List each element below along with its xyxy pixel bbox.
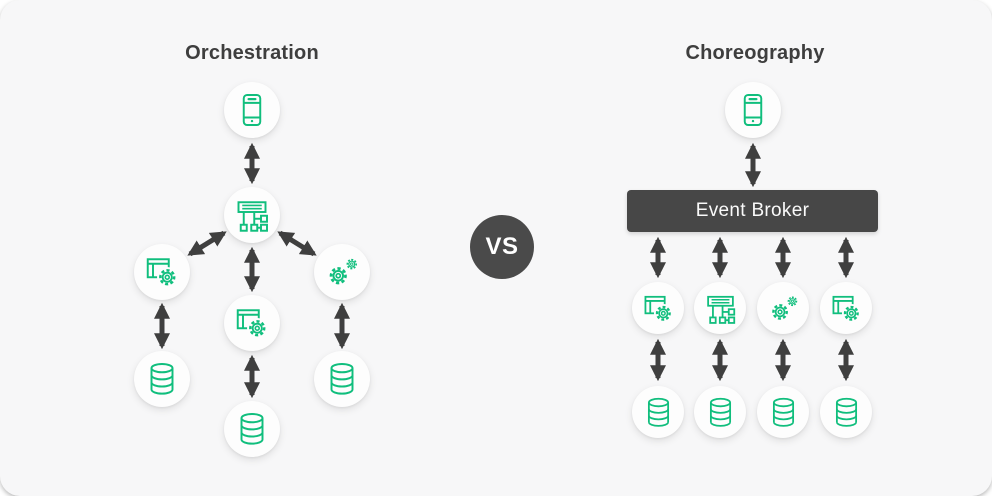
- app-window-gear-icon: [234, 305, 270, 341]
- database-node: [632, 386, 684, 438]
- service-node: [757, 282, 809, 334]
- gears-icon: [324, 254, 360, 290]
- event-broker-bar: Event Broker: [627, 190, 878, 232]
- vs-badge: VS: [470, 215, 534, 279]
- service-node: [314, 244, 370, 300]
- gears-icon: [767, 292, 800, 325]
- database-node: [314, 351, 370, 407]
- sitemap-icon: [704, 292, 737, 325]
- database-icon: [830, 396, 863, 429]
- orchestrator-node: [224, 187, 280, 243]
- database-icon: [324, 361, 360, 397]
- database-node: [757, 386, 809, 438]
- service-node: [632, 282, 684, 334]
- client-node: [725, 82, 781, 138]
- database-icon: [704, 396, 737, 429]
- app-window-gear-icon: [144, 254, 180, 290]
- orchestration-title: Orchestration: [185, 42, 319, 64]
- database-icon: [234, 411, 270, 447]
- database-node: [134, 351, 190, 407]
- vs-label: VS: [485, 233, 519, 260]
- app-window-gear-icon: [642, 292, 675, 325]
- database-node: [820, 386, 872, 438]
- service-node: [694, 282, 746, 334]
- database-node: [694, 386, 746, 438]
- choreography-title: Choreography: [685, 42, 825, 64]
- service-node: [224, 295, 280, 351]
- app-window-gear-icon: [830, 292, 863, 325]
- database-icon: [767, 396, 800, 429]
- smartphone-icon: [234, 92, 270, 128]
- service-node: [134, 244, 190, 300]
- sitemap-icon: [234, 197, 270, 233]
- database-node: [224, 401, 280, 457]
- service-node: [820, 282, 872, 334]
- database-icon: [144, 361, 180, 397]
- client-node: [224, 82, 280, 138]
- event-broker-label: Event Broker: [695, 200, 810, 221]
- database-icon: [642, 396, 675, 429]
- smartphone-icon: [735, 92, 771, 128]
